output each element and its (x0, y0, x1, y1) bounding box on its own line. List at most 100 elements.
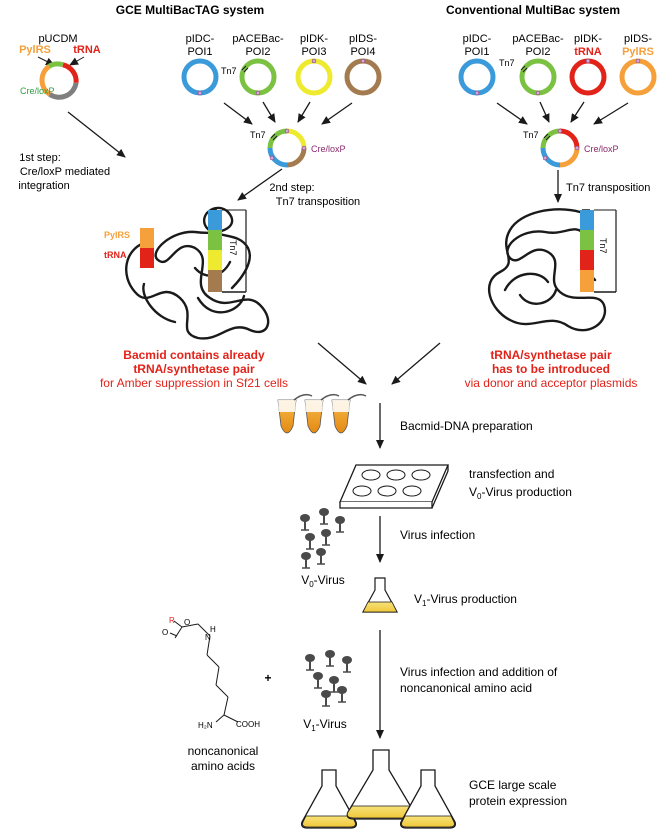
right-summary-normal: via donor and acceptor plasmids (465, 376, 638, 390)
left-conv-arrow-4 (321, 102, 353, 125)
infection-aa-line2: noncanonical amino acid (400, 681, 532, 695)
step1-line2: Cre/loxP mediated (20, 166, 110, 178)
right-conv-arrow-1 (496, 102, 528, 125)
right-step-label: Tn7 transposition (566, 182, 650, 194)
left-plasmid-4-site (360, 58, 366, 64)
right-fused-creloxp: Cre/loxP (584, 144, 619, 154)
right-title: Conventional MultiBac system (446, 3, 620, 17)
left-summary-bold1: Bacmid contains already (123, 348, 265, 362)
pucdm-plasmid (39, 61, 79, 100)
left-title: GCE MultiBacTAG system (116, 3, 264, 17)
left-plasmid-3-line2: POI3 (301, 46, 326, 58)
large-flasks-icon (300, 749, 457, 829)
pucdm-creloxp-label: Cre/loxP (20, 86, 55, 96)
right-plasmid-2-ring (519, 58, 557, 96)
left-plasmid-4-line2: POI4 (350, 46, 375, 58)
right-plasmid-4-site (635, 58, 641, 64)
left-bacmid-dna (125, 206, 270, 340)
pucdm-trna-pointer (69, 56, 85, 66)
step1-arrow (67, 111, 126, 158)
left-bacmid-trna: tRNA (104, 250, 127, 260)
left-plasmid-4-line1: pIDS- (349, 33, 377, 45)
right-plasmid-3-line2: tRNA (574, 46, 602, 58)
right-bacmid-tn7-cassette (580, 209, 617, 293)
ncaa-o1: O (184, 618, 190, 627)
bacmid-prep-label: Bacmid-DNA preparation (400, 419, 533, 433)
v1-production-label: V1-Virus production (414, 592, 517, 608)
right-plasmid-4-ring (619, 58, 657, 96)
left-plasmid-1-line2: POI1 (187, 46, 212, 58)
left-plasmid-2-tn7-mark (241, 65, 249, 73)
step2-line1: 2nd step: (269, 182, 314, 194)
right-fused-plasmid (540, 128, 580, 168)
right-plasmid-3-line1: pIDK- (574, 33, 602, 45)
ncaa-h2n: H₂N (198, 721, 213, 730)
left-plasmid-1-ring (181, 58, 219, 96)
left-bacmid-trna-pylrs-cassette (140, 228, 154, 268)
right-plasmid-2-tn7-mark (520, 65, 528, 73)
right-plasmid-1-line2: POI1 (464, 46, 489, 58)
left-conv-arrow-1 (223, 102, 253, 125)
step1-line1: 1st step: (19, 152, 61, 164)
left-plasmid-2-ring (239, 58, 277, 96)
left-fused-plasmid (267, 128, 307, 168)
virus-infection-label: Virus infection (400, 528, 475, 542)
right-plasmid-1-line1: pIDC- (463, 33, 492, 45)
ncaa-label-line2: amino acids (191, 759, 255, 773)
left-plasmid-1-line1: pIDC- (186, 33, 215, 45)
v0-virus-icon (300, 508, 345, 569)
right-plasmid-3-ring (569, 58, 607, 96)
merge-arrow-left (317, 342, 367, 385)
right-plasmid-1-site (474, 90, 480, 96)
transfection-line1: transfection and (469, 467, 554, 481)
left-plasmid-2-line1: pACEBac- (232, 33, 284, 45)
pucdm-label: pUCDM (38, 33, 77, 45)
small-flask-icon (361, 577, 399, 613)
ncaa-cooh: COOH (236, 720, 260, 729)
v1-virus-icon (305, 650, 352, 707)
right-plasmid-3-site (585, 58, 591, 64)
right-plasmid-2-tn7: Tn7 (499, 58, 515, 68)
ncaa-h: H (210, 625, 216, 634)
left-summary-bold2: tRNA/synthetase pair (133, 362, 255, 376)
merge-arrow-right (391, 342, 441, 385)
right-bacmid-tn7: Tn7 (598, 238, 608, 254)
well-plate-icon (339, 464, 449, 509)
pucdm-trna-label: tRNA (73, 44, 101, 56)
left-plasmid-2-site (255, 90, 261, 96)
right-plasmid-4-line1: pIDS- (624, 33, 652, 45)
left-bacmid-tn7-cassette (208, 209, 247, 293)
step2-line2: Tn7 transposition (276, 196, 360, 208)
right-fused-tn7: Tn7 (523, 130, 539, 140)
right-plasmid-1-ring (458, 58, 496, 96)
right-bacmid-dna (488, 208, 607, 332)
gce-line2: protein expression (469, 794, 567, 808)
left-bacmid-pylrs: PylRS (104, 230, 130, 240)
left-plasmid-2-line2: POI2 (245, 46, 270, 58)
left-conv-arrow-2 (262, 101, 276, 123)
left-fused-creloxp: Cre/loxP (311, 144, 346, 154)
ncaa-r: R (169, 616, 175, 625)
left-plasmid-3-ring (295, 58, 333, 96)
left-plasmid-4-ring (344, 58, 382, 96)
left-plasmid-3-line1: pIDK- (300, 33, 328, 45)
plus-sign: + (264, 671, 271, 685)
left-plasmid-2-tn7: Tn7 (221, 66, 237, 76)
ncaa-structure (169, 620, 239, 723)
left-plasmid-3-site (311, 58, 317, 64)
bacmid-tubes-icon (277, 393, 367, 434)
right-plasmid-4-line2: PylRS (622, 46, 654, 58)
transfection-line2: V0-Virus production (469, 485, 572, 501)
gce-line1: GCE large scale (469, 778, 557, 792)
step1-line3: integration (18, 180, 69, 192)
step2-arrow (237, 168, 283, 201)
right-conv-arrow-3 (570, 101, 585, 123)
right-summary-bold2: has to be introduced (492, 362, 610, 376)
left-fused-tn7: Tn7 (250, 130, 266, 140)
left-conv-arrow-3 (297, 101, 311, 123)
left-plasmid-1-site (197, 90, 203, 96)
ncaa-n: N (205, 633, 211, 642)
right-plasmid-2-site (535, 90, 541, 96)
right-plasmid-2-line1: pACEBac- (512, 33, 564, 45)
